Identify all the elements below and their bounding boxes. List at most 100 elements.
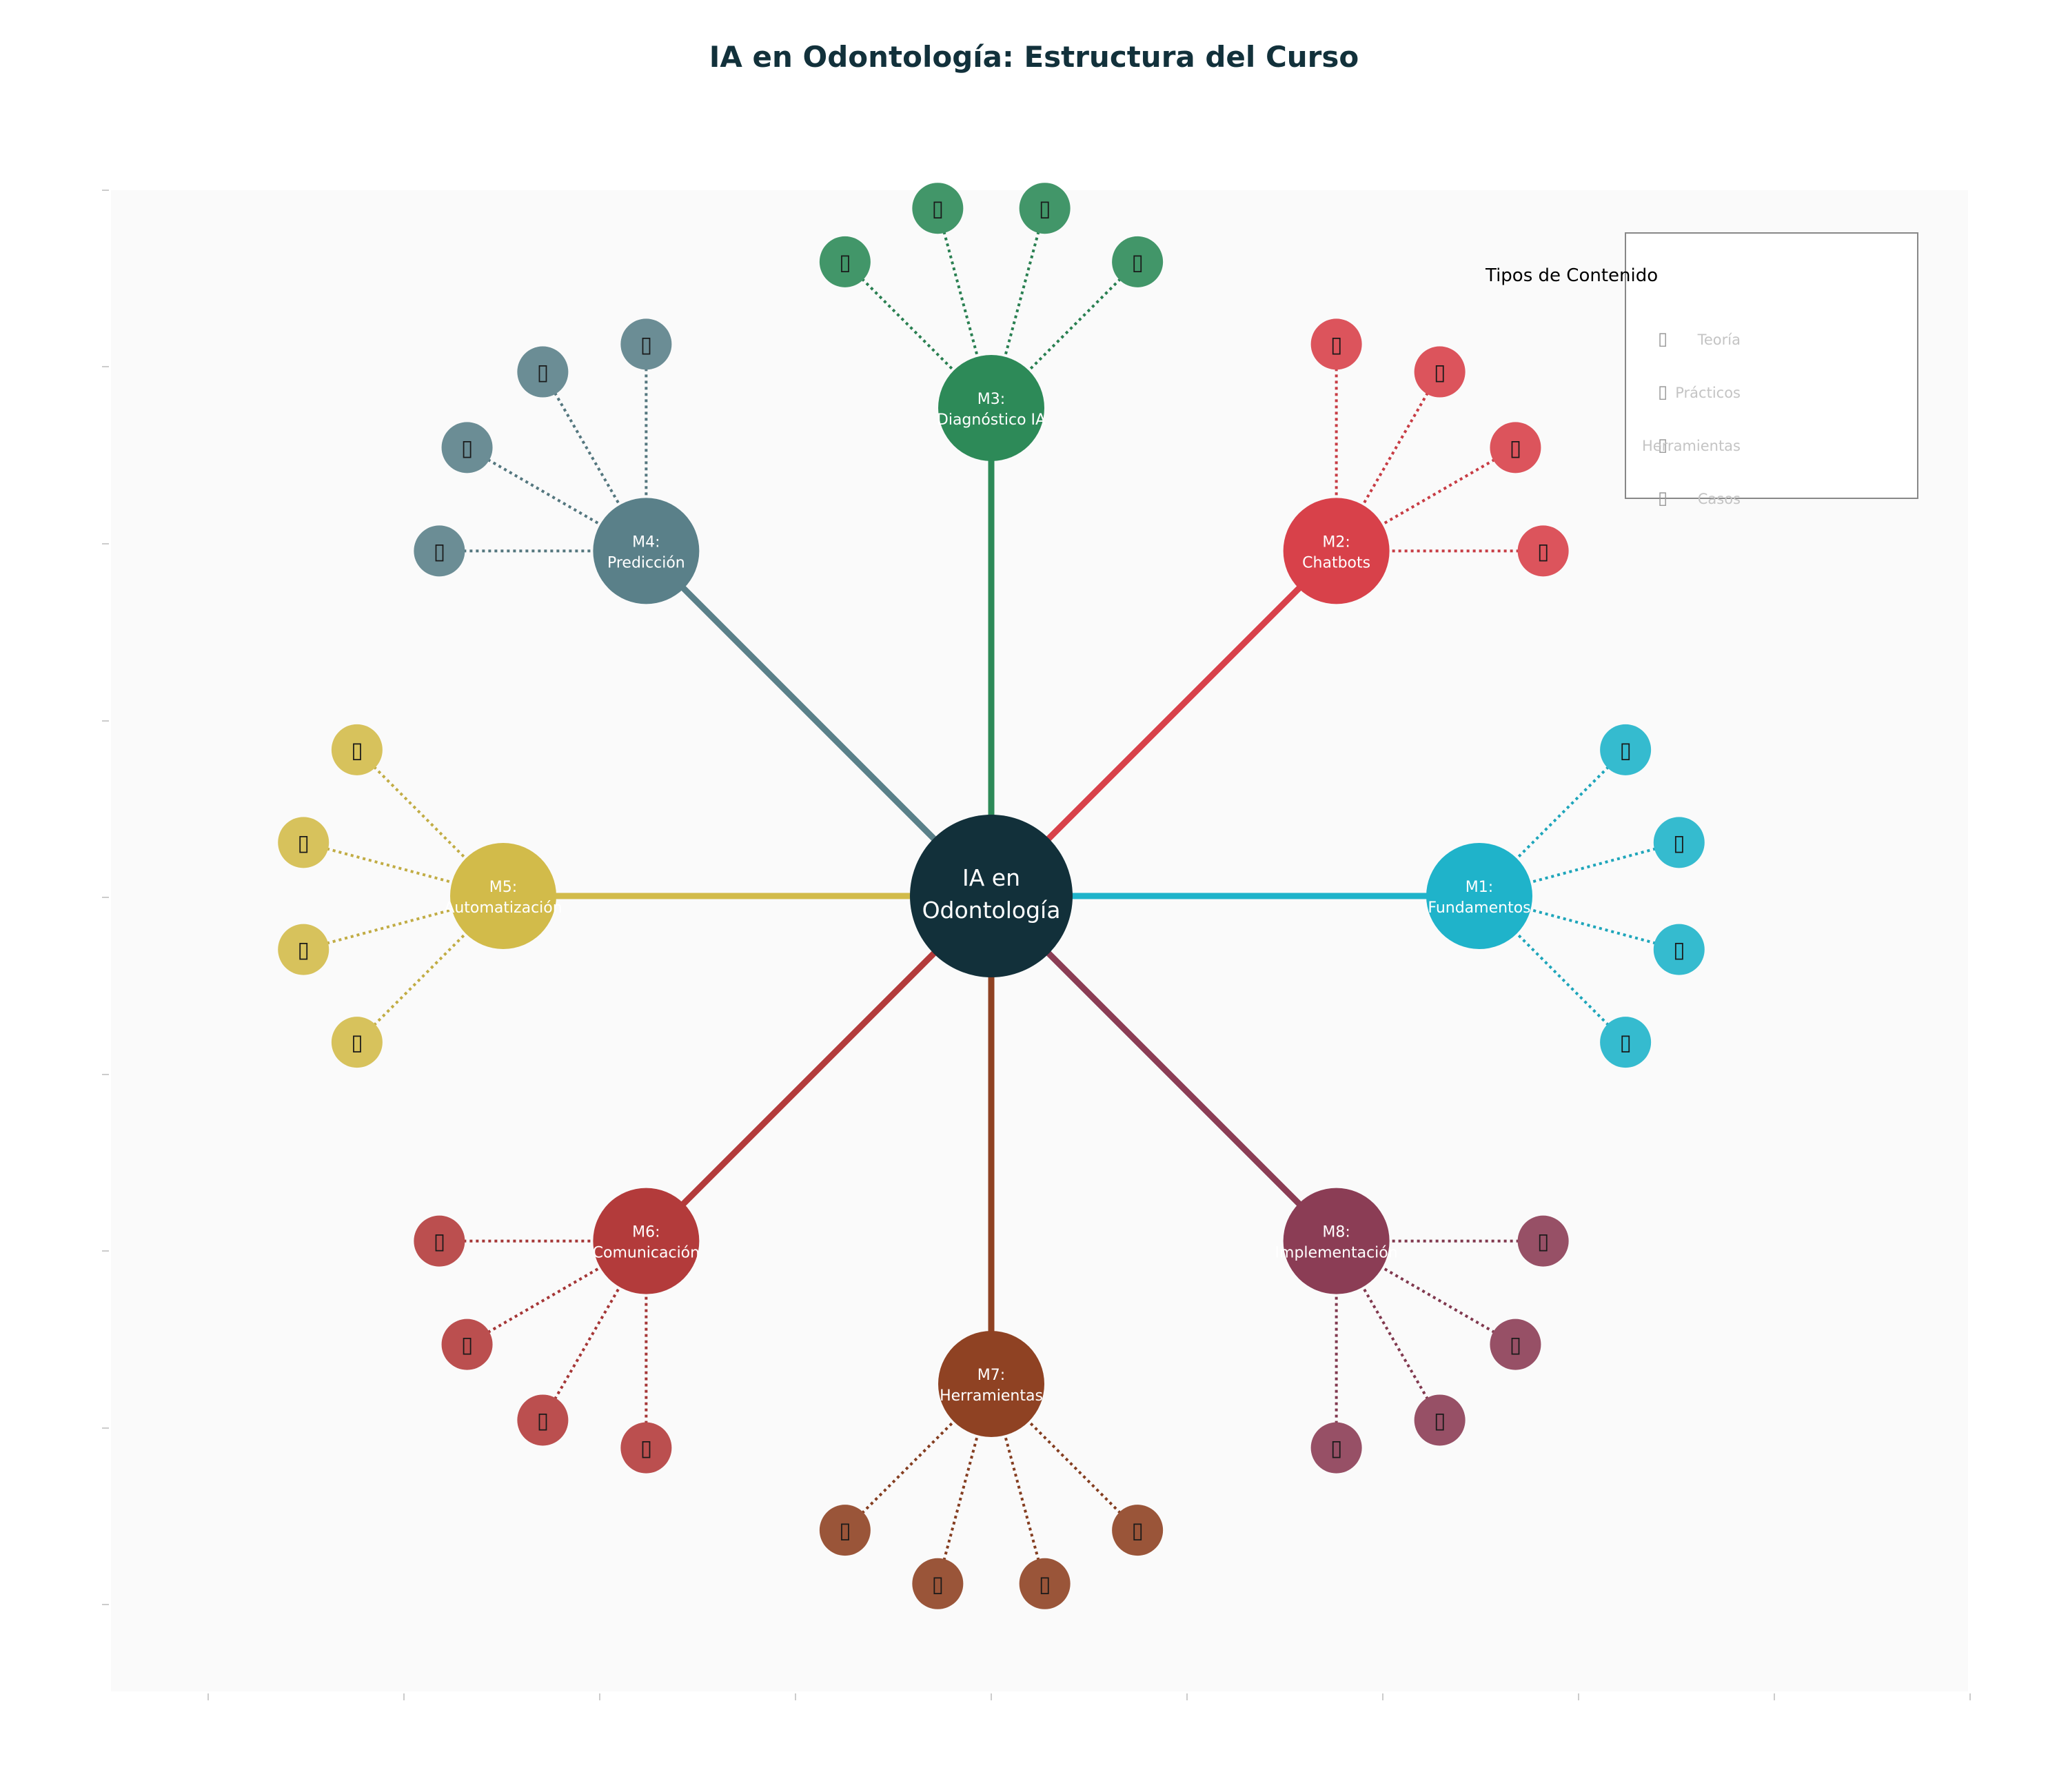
- legend-label-4: Casos: [1698, 491, 1741, 507]
- content-node-m7-1[interactable]: ▯: [1112, 1505, 1164, 1556]
- content-node-m4-4[interactable]: ▯: [620, 318, 672, 370]
- content-node-m6-2[interactable]: ▯: [517, 1394, 569, 1446]
- module-code: M6:: [632, 1224, 660, 1241]
- content-icon: ▯: [1619, 1029, 1632, 1055]
- module-code: M1:: [1466, 879, 1493, 896]
- module-node-m2[interactable]: M2:Chatbots: [1283, 498, 1390, 604]
- content-icon: ▯: [1131, 1517, 1144, 1543]
- content-node-m4-1[interactable]: ▯: [414, 525, 465, 577]
- content-icon: ▯: [839, 249, 851, 275]
- legend-icon-4: ▯: [1658, 488, 1667, 509]
- content-icon: ▯: [1510, 1332, 1522, 1358]
- content-icon: ▯: [297, 937, 310, 963]
- content-icon: ▯: [461, 434, 474, 460]
- content-icon: ▯: [1039, 1571, 1051, 1597]
- module-node-m5[interactable]: M5: Automatización: [444, 843, 562, 949]
- axis-ticks: [102, 190, 1971, 1700]
- content-node-m6-4[interactable]: ▯: [414, 1215, 465, 1267]
- content-node-m3-4[interactable]: ▯: [1112, 236, 1164, 287]
- content-node-m4-2[interactable]: ▯: [441, 422, 493, 474]
- content-icon: ▯: [1537, 538, 1550, 564]
- content-nodes: ▯ ▯ ▯ ▯ ▯ ▯ ▯ ▯ ▯ ▯ ▯ ▯ ▯ ▯ ▯ ▯ ▯ ▯ ▯ ▯ ▯ ▯ ▯ ▯ ▯ ▯ ▯ ▯ ▯ ▯ ▯ ▯: [278, 183, 1705, 1609]
- content-icon: ▯: [839, 1517, 851, 1543]
- module-code: M5:: [489, 879, 517, 896]
- legend-label-3: Herramientas: [1642, 438, 1741, 454]
- module-code: M7:: [977, 1367, 1005, 1384]
- module-name: Automatización: [444, 899, 562, 917]
- content-node-m5-2[interactable]: ▯: [278, 924, 330, 975]
- module-name: Implementación: [1275, 1245, 1398, 1262]
- module-name: Chatbots: [1302, 554, 1370, 571]
- content-node-m4-3[interactable]: ▯: [517, 346, 569, 398]
- module-name: Herramientas: [940, 1387, 1043, 1405]
- content-icon: ▯: [1330, 1435, 1343, 1461]
- module-code: M3:: [977, 391, 1005, 408]
- center-label-line1: IA en: [962, 864, 1020, 891]
- module-node-m3[interactable]: M3:Diagnóstico IA: [937, 355, 1046, 461]
- content-node-m7-2[interactable]: ▯: [1019, 1558, 1071, 1609]
- legend-label-1: Teoría: [1697, 332, 1741, 348]
- module-nodes: M1: Fundamentos M2:Chatbots M3:Diagnóstico …: [444, 355, 1532, 1437]
- content-icon: ▯: [1673, 937, 1685, 963]
- content-node-m7-4[interactable]: ▯: [819, 1505, 871, 1556]
- content-icon: ▯: [640, 331, 653, 357]
- content-node-m2-2[interactable]: ▯: [1414, 346, 1466, 398]
- content-icon: ▯: [434, 538, 446, 564]
- content-icon: ▯: [1537, 1228, 1550, 1254]
- module-node-m6[interactable]: M6: Comunicación: [593, 1188, 700, 1294]
- content-node-m3-1[interactable]: ▯: [819, 236, 871, 287]
- module-node-m8[interactable]: M8: Implementación: [1275, 1188, 1398, 1294]
- content-node-m8-4[interactable]: ▯: [1310, 1422, 1362, 1474]
- legend-label-2: Prácticos: [1675, 385, 1741, 401]
- content-icon: ▯: [297, 829, 310, 855]
- content-node-m1-1[interactable]: ▯: [1600, 724, 1652, 775]
- content-node-m7-3[interactable]: ▯: [912, 1558, 964, 1609]
- center-label-line2: Odontología: [922, 897, 1061, 924]
- content-icon: ▯: [461, 1332, 474, 1358]
- legend-icon-3: ▯: [1658, 435, 1667, 456]
- center-node: IA en Odontología: [910, 815, 1073, 977]
- content-node-m6-1[interactable]: ▯: [620, 1422, 672, 1474]
- content-icon: ▯: [1330, 331, 1343, 357]
- content-icon: ▯: [1619, 737, 1632, 763]
- module-name: Fundamentos: [1428, 899, 1530, 917]
- module-name: Predicción: [607, 554, 685, 571]
- legend-icon-1: ▯: [1658, 329, 1667, 349]
- content-icon: ▯: [1131, 249, 1144, 275]
- content-icon: ▯: [932, 1571, 944, 1597]
- content-node-m5-4[interactable]: ▯: [331, 724, 383, 775]
- content-icon: ▯: [434, 1228, 446, 1254]
- content-node-m5-3[interactable]: ▯: [278, 817, 330, 868]
- content-node-m2-3[interactable]: ▯: [1490, 422, 1541, 474]
- content-node-m1-3[interactable]: ▯: [1653, 924, 1705, 975]
- content-node-m1-2[interactable]: ▯: [1653, 817, 1705, 868]
- legend-box: [1625, 232, 1918, 499]
- legend-icon-2: ▯: [1658, 382, 1667, 403]
- content-icon: ▯: [351, 1029, 363, 1055]
- content-node-m6-3[interactable]: ▯: [441, 1318, 493, 1370]
- content-node-m3-2[interactable]: ▯: [912, 183, 964, 234]
- content-icon: ▯: [1039, 195, 1051, 221]
- module-code: M4:: [632, 533, 660, 551]
- content-node-m8-1[interactable]: ▯: [1517, 1215, 1569, 1267]
- module-node-m7[interactable]: M7: Herramientas: [938, 1331, 1044, 1437]
- content-icon: ▯: [537, 359, 549, 385]
- module-node-m4[interactable]: M4: Predicción: [593, 498, 700, 604]
- legend-title: Tipos de Contenido: [1485, 265, 1658, 286]
- content-node-m2-4[interactable]: ▯: [1517, 525, 1569, 577]
- content-node-m5-1[interactable]: ▯: [331, 1017, 383, 1068]
- content-icon: ▯: [1434, 359, 1446, 385]
- content-node-m8-2[interactable]: ▯: [1490, 1318, 1541, 1370]
- content-node-m8-3[interactable]: ▯: [1414, 1394, 1466, 1446]
- content-node-m2-1[interactable]: ▯: [1310, 318, 1362, 370]
- module-code: M8:: [1322, 1224, 1350, 1241]
- module-node-m1[interactable]: M1: Fundamentos: [1426, 843, 1532, 949]
- module-name: Comunicación: [593, 1245, 700, 1262]
- content-icon: ▯: [1434, 1407, 1446, 1433]
- content-icon: ▯: [640, 1435, 653, 1461]
- content-node-m3-3[interactable]: ▯: [1019, 183, 1071, 234]
- content-node-m1-4[interactable]: ▯: [1600, 1017, 1652, 1068]
- content-icon: ▯: [1510, 434, 1522, 460]
- content-icon: ▯: [537, 1407, 549, 1433]
